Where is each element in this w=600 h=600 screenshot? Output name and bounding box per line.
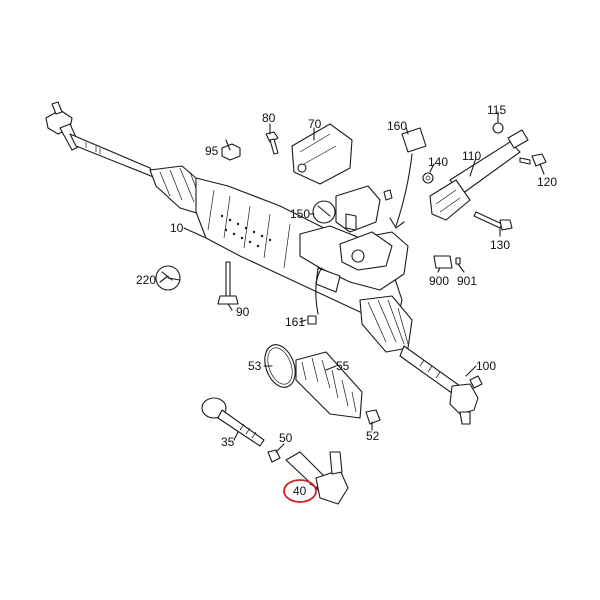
part-label-40[interactable]: 40: [293, 484, 307, 498]
highlight-circle-40: [283, 479, 317, 503]
part-label-70[interactable]: 70: [308, 117, 322, 131]
part-label-53[interactable]: 53: [248, 359, 262, 373]
part-label-140[interactable]: 140: [428, 155, 448, 169]
nut-95-drawing: [221, 143, 241, 161]
part-label-161[interactable]: 161: [285, 315, 305, 329]
part-label-220[interactable]: 220: [136, 273, 156, 287]
bolt-115-drawing: [492, 122, 504, 134]
part-label-115[interactable]: 115: [487, 103, 506, 117]
bolt-130-drawing: [473, 211, 513, 231]
part-label-901[interactable]: 901: [457, 274, 477, 288]
bolt-80-drawing: [265, 131, 279, 155]
bolt-90-drawing: [217, 261, 239, 305]
tie-rod-end-40-drawing: [285, 451, 349, 505]
pressure-sensor-drawing: [335, 185, 393, 233]
leader-lines: [167, 111, 545, 489]
nut-50-drawing: [267, 449, 281, 463]
part-label-130[interactable]: 130: [490, 238, 510, 252]
steering-rack-drawing: [45, 101, 483, 425]
part-label-90[interactable]: 90: [236, 305, 250, 319]
part-label-55[interactable]: 55: [336, 359, 350, 373]
part-label-100[interactable]: 100: [476, 359, 496, 373]
part-label-80[interactable]: 80: [262, 111, 276, 125]
boot-55-drawing: [295, 351, 363, 419]
tie-rod-35-drawing: [201, 397, 265, 447]
part-label-35[interactable]: 35: [221, 435, 235, 449]
part-label-52[interactable]: 52: [366, 429, 380, 443]
clamp-53-drawing: [264, 344, 296, 388]
connector-900-drawing: [433, 255, 461, 269]
bolt-120-drawing: [519, 153, 547, 167]
solenoid-valve-drawing: [291, 123, 353, 185]
part-label-50[interactable]: 50: [279, 431, 293, 445]
part-label-900[interactable]: 900: [429, 274, 449, 288]
part-label-120[interactable]: 120: [537, 175, 557, 189]
clamp-52-drawing: [365, 409, 381, 425]
screw-161-drawing: [307, 315, 317, 325]
intermediate-shaft-drawing: [429, 129, 529, 221]
part-label-110[interactable]: 110: [462, 149, 481, 163]
part-label-150[interactable]: 150: [290, 207, 310, 221]
part-label-160[interactable]: 160: [387, 119, 407, 133]
part-label-95[interactable]: 95: [205, 144, 219, 158]
sleeve-160-drawing: [389, 127, 427, 229]
part-label-10[interactable]: 10: [170, 221, 184, 235]
washer-140-drawing: [422, 172, 434, 184]
clip-150-drawing: [312, 200, 336, 224]
